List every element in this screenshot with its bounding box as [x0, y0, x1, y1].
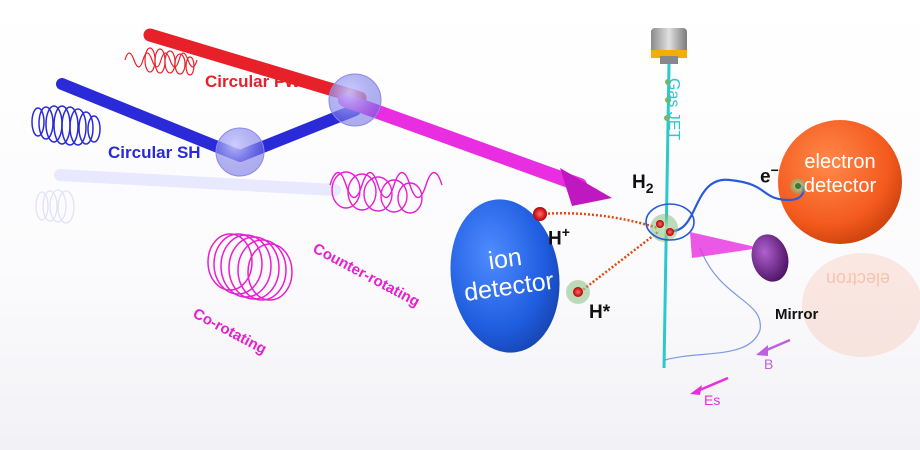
electron-spiral-lower: [664, 247, 761, 361]
h2-label: H2: [632, 172, 654, 196]
electron-label-text: e: [760, 166, 771, 188]
electron-detector-reflection: [802, 253, 920, 357]
es-arrow-icon: [690, 376, 729, 395]
electron-detector: [778, 120, 902, 244]
b-arrow-icon: [756, 338, 791, 356]
proton-label: H+: [548, 224, 570, 250]
fw-beam: [143, 28, 367, 105]
electron-label: e−: [760, 162, 779, 188]
gas-jet-label: Gas JET: [665, 78, 682, 141]
b-label: B: [764, 356, 774, 372]
nozzle-icon: [651, 28, 687, 64]
h2-label-text: H: [632, 172, 646, 193]
sh-helix-reflection: [35, 189, 75, 224]
fw-beam-label: Circular FW: [205, 72, 301, 91]
fw-helix-icon: [124, 47, 198, 76]
arrow-icon: [560, 168, 612, 206]
interaction-ring: [645, 203, 695, 241]
counter-rotating-pattern-icon: [329, 171, 443, 214]
sh-beam-label: Circular SH: [108, 143, 201, 162]
electron-detector-label: electron detector: [803, 151, 877, 197]
excited-atom: [566, 280, 590, 304]
mirror-label: Mirror: [775, 306, 819, 323]
dichroic-sphere-1: [328, 73, 382, 127]
h2-label-sub: 2: [645, 179, 654, 196]
excited-label: H*: [589, 302, 611, 323]
beam-reflection: [54, 169, 341, 196]
dichroic-sphere-2: [215, 127, 265, 177]
sh-helix-icon: [31, 105, 101, 146]
electron-label-sup: −: [770, 162, 779, 178]
combined-beam: [338, 93, 587, 192]
proton-label-sup: +: [561, 224, 570, 240]
sh-beam: [56, 78, 361, 162]
excited-trajectory: [579, 231, 659, 293]
h2-molecule-icon: [650, 214, 678, 242]
ion-detector: [450, 199, 560, 353]
proton-trajectory: [539, 212, 659, 230]
co-rotating-pattern-icon: [207, 233, 293, 301]
es-label: Es: [704, 392, 721, 408]
proton-particle: [533, 207, 547, 221]
proton-label-text: H: [548, 228, 562, 250]
gas-jet-molecules: [664, 79, 671, 121]
mirror-icon: [690, 232, 789, 282]
electron-detector-reflection-label: electron: [826, 269, 891, 289]
electron-particle: [790, 178, 806, 194]
